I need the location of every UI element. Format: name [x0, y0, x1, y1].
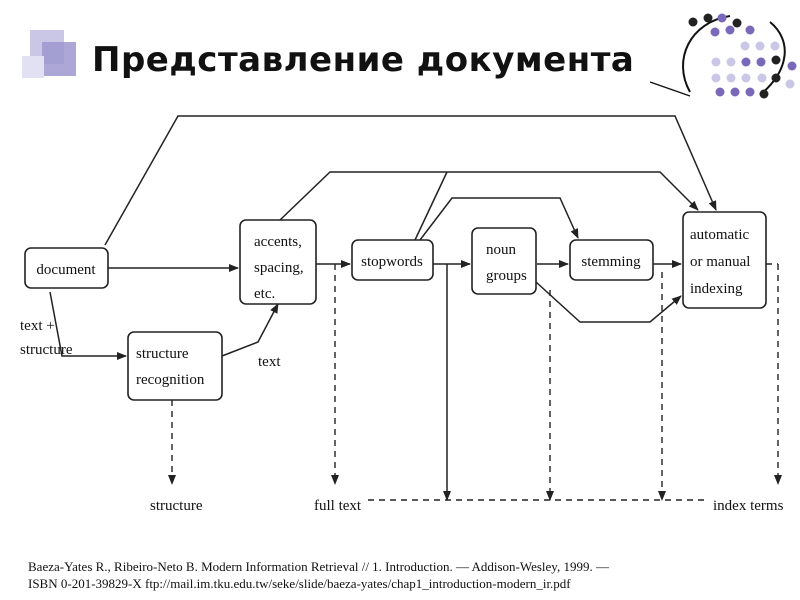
node-indexing-label-2: or manual	[690, 254, 750, 270]
node-noun-groups: noun groups	[471, 227, 537, 295]
node-stopwords-label: stopwords	[361, 254, 423, 270]
corner-squares-decoration	[22, 30, 76, 78]
node-accents-label-3: etc.	[254, 286, 275, 302]
node-structure-recognition-label-2: recognition	[136, 372, 205, 388]
node-document-label: document	[36, 262, 96, 278]
node-stopwords: stopwords	[351, 239, 434, 281]
node-accents-label-2: spacing,	[254, 260, 304, 276]
edge-label-structure: structure	[20, 342, 73, 358]
node-stemming: stemming	[569, 239, 654, 281]
citation-line-2: ISBN 0-201-39829-X ftp://mail.im.tku.edu…	[28, 576, 571, 591]
dots-arc-decoration	[649, 13, 797, 99]
node-noun-groups-label-1: noun	[486, 242, 517, 258]
node-noun-groups-label-2: groups	[486, 268, 527, 284]
output-index-terms: index terms	[713, 498, 784, 514]
node-indexing-label-3: indexing	[690, 281, 743, 297]
node-indexing-label-1: automatic	[690, 227, 749, 243]
dashed-edges	[168, 263, 782, 501]
citation: Baeza-Yates R., Ribeiro-Neto B. Modern I…	[28, 558, 768, 592]
solid-edges	[49, 115, 717, 501]
output-structure: structure	[150, 498, 203, 514]
edge-label-text-plus: text +	[20, 318, 55, 334]
node-stemming-label: stemming	[581, 254, 641, 270]
node-structure-recognition-label-1: structure	[136, 346, 189, 362]
edge-label-text: text	[258, 354, 281, 370]
node-indexing: automatic or manual indexing	[682, 211, 767, 309]
node-document: document	[24, 247, 109, 289]
slide-title: Представление документа	[92, 40, 635, 80]
node-accents-spacing: accents, spacing, etc.	[239, 219, 317, 305]
node-accents-label-1: accents,	[254, 234, 302, 250]
citation-line-1: Baeza-Yates R., Ribeiro-Neto B. Modern I…	[28, 559, 609, 574]
output-full-text: full text	[314, 498, 362, 514]
node-structure-recognition: structure recognition	[127, 331, 223, 401]
